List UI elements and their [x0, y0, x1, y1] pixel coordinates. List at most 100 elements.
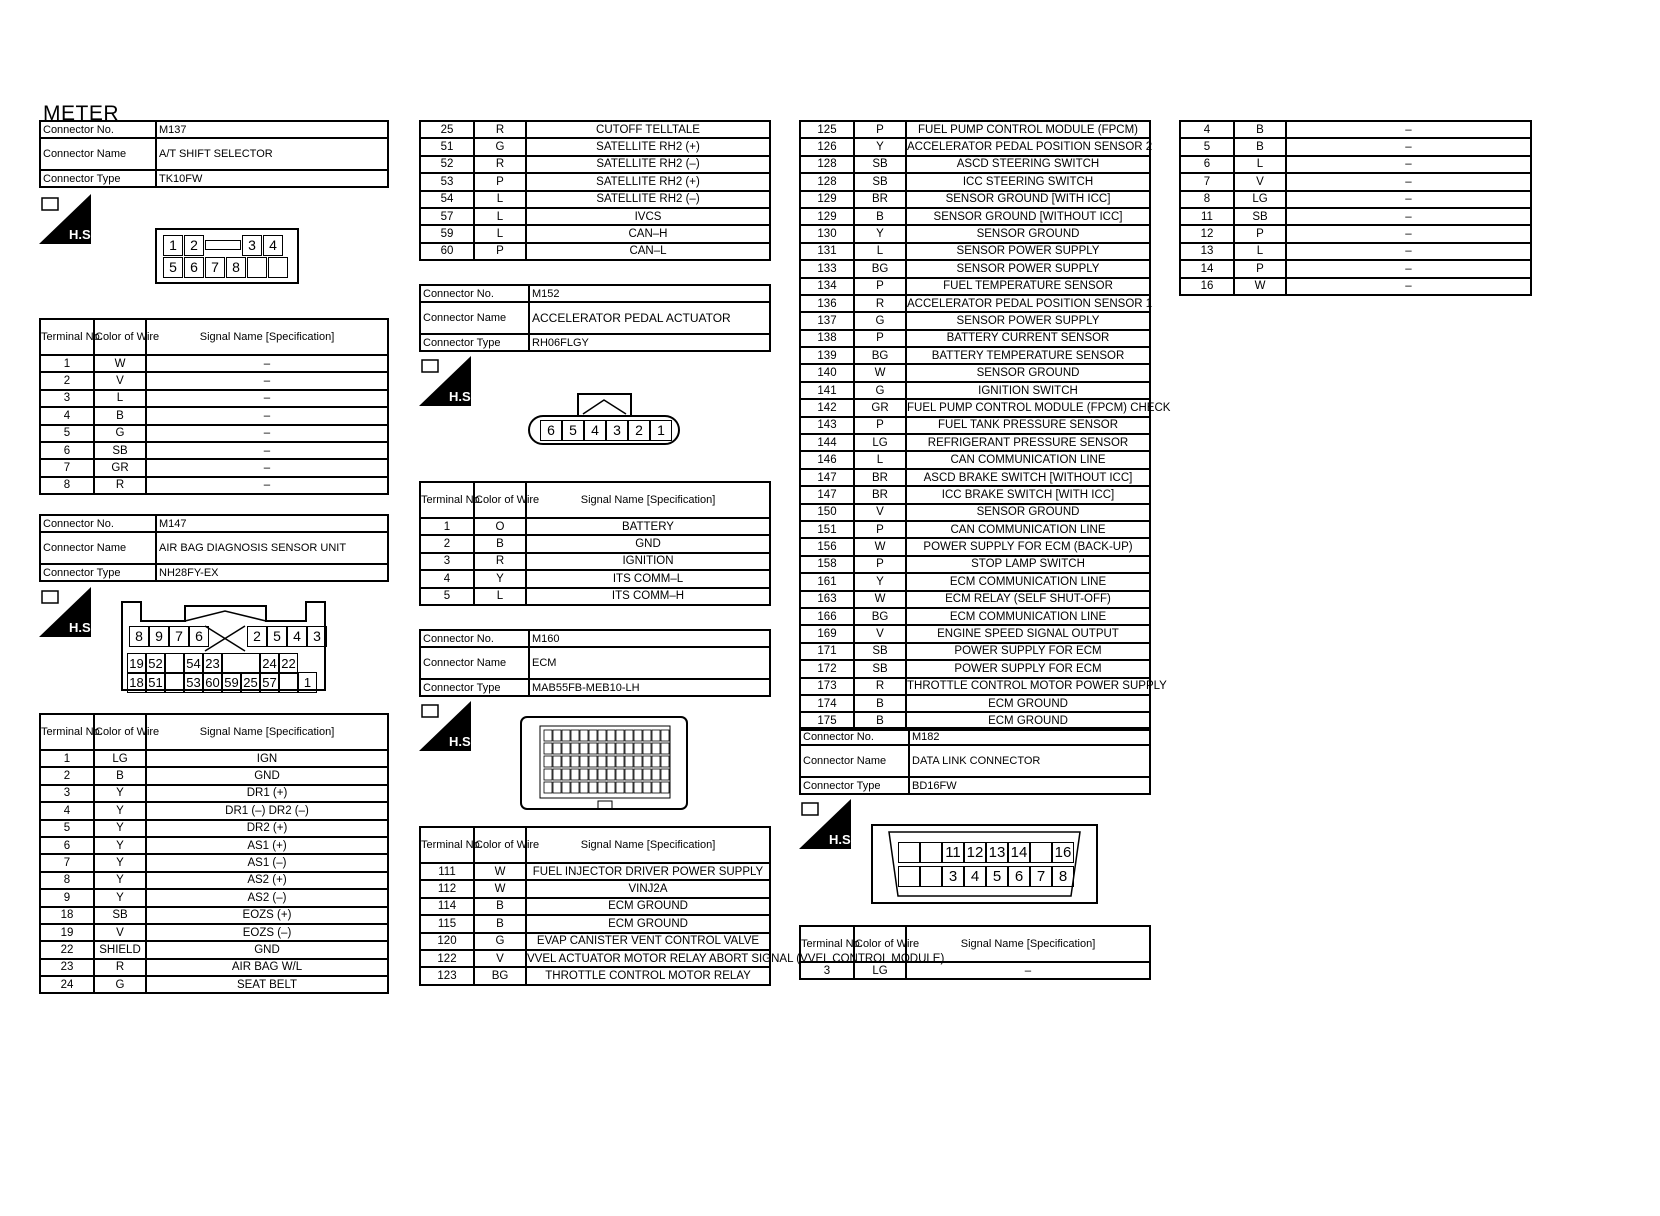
signal-name-cell: –: [1285, 259, 1532, 279]
terminal-no-cell: 128: [799, 172, 855, 192]
pin: [606, 768, 616, 781]
wire-color-cell: P: [853, 519, 907, 540]
wire-color-cell: BG: [853, 259, 907, 279]
wire-color-cell: BR: [853, 485, 907, 505]
signal-name-cell: SATELLITE RH2 (+): [525, 172, 771, 192]
terminal-no-cell: 14: [1179, 259, 1235, 279]
pin: [606, 729, 616, 742]
terminal-no-cell: 138: [799, 328, 855, 349]
pin: 24: [260, 653, 279, 674]
terminal-no-cell: 126: [799, 137, 855, 157]
pin: [660, 768, 670, 781]
pin: 4: [584, 420, 606, 441]
connector-no-value: M137: [155, 120, 389, 139]
wire-color-cell: R: [93, 957, 147, 978]
pin: [543, 781, 553, 794]
pin: 2: [184, 235, 204, 256]
signal-name-cell: DR1 (–) DR2 (–): [145, 801, 389, 821]
terminal-no-cell: 166: [799, 606, 855, 627]
pin: [920, 842, 942, 863]
pin: 4: [287, 626, 307, 647]
pin: 13: [986, 842, 1008, 863]
wire-color-cell: P: [853, 415, 907, 436]
pin: [279, 672, 298, 693]
terminal-no-cell: 8: [1179, 189, 1235, 209]
terminal-no-cell: 169: [799, 624, 855, 644]
wire-color-cell: BR: [853, 189, 907, 209]
wire-color-cell: V: [93, 922, 147, 943]
wire-color-cell: P: [1233, 224, 1287, 244]
signal-name-cell: FUEL PUMP CONTROL MODULE (FPCM): [905, 119, 1151, 140]
signal-name-cell: ICC STEERING SWITCH: [905, 172, 1151, 192]
signal-name-cell: SATELLITE RH2 (–): [525, 189, 771, 209]
terminal-no-cell: 134: [799, 276, 855, 296]
signal-name-cell: AS2 (–): [145, 888, 389, 908]
signal-name-cell: –: [1285, 224, 1532, 244]
signal-name-cell: SATELLITE RH2 (–): [525, 154, 771, 175]
pin: 22: [279, 653, 298, 674]
wire-color-cell: L: [93, 388, 147, 409]
connector-face-m137: 1 2 3 4 5 6 7 8: [155, 228, 299, 284]
pin: [268, 257, 288, 278]
pin: 7: [169, 626, 189, 647]
terminal-no-cell: 19: [39, 922, 95, 943]
signal-name-cell: EVAP CANISTER VENT CONTROL VALVE: [525, 931, 771, 951]
signal-name-cell: CUTOFF TELLTALE: [525, 119, 771, 140]
signal-name-cell: SENSOR GROUND [WITH ICC]: [905, 189, 1151, 209]
terminal-no-cell: 7: [39, 458, 95, 478]
pin: 6: [189, 626, 209, 647]
pin: [552, 781, 562, 794]
pin: 3: [606, 420, 628, 441]
wire-color-cell: V: [853, 624, 907, 644]
terminal-no-cell: 139: [799, 346, 855, 366]
signal-name-cell: THROTTLE CONTROL MOTOR POWER SUPPLY: [905, 676, 1167, 696]
signal-name-cell: FUEL TEMPERATURE SENSOR: [905, 276, 1151, 296]
pin: [222, 653, 260, 674]
page-title: METER: [43, 102, 119, 125]
pin: [561, 768, 571, 781]
wire-color-cell: V: [853, 502, 907, 523]
terminal-no-cell: 4: [419, 569, 475, 589]
wire-color-cell: L: [853, 241, 907, 262]
signal-name-cell: SATELLITE RH2 (+): [525, 137, 771, 157]
wire-color-cell: B: [1233, 119, 1287, 140]
pin: 4: [964, 866, 986, 887]
pin: [597, 742, 607, 755]
signal-name-cell: BATTERY TEMPERATURE SENSOR: [905, 346, 1151, 366]
wire-color-cell: L: [473, 189, 527, 209]
latch: [205, 240, 241, 250]
terminal-no-cell: 3: [799, 960, 855, 981]
connector-type-label: Connector Type: [419, 678, 530, 697]
terminal-no-cell: 8: [39, 870, 95, 891]
wire-color-cell: BR: [853, 467, 907, 488]
signal-name-cell: GND: [525, 534, 771, 554]
hs-label: H.S.: [829, 832, 854, 847]
wire-color-cell: Y: [473, 569, 527, 589]
wire-color-cell: BG: [853, 606, 907, 627]
wire-color-cell: Y: [853, 572, 907, 592]
terminal-no-cell: 150: [799, 502, 855, 523]
pin: 5: [562, 420, 584, 441]
signal-name-cell: CAN–L: [525, 241, 771, 262]
pin: [597, 755, 607, 768]
pin: [1030, 842, 1052, 863]
pin: [633, 729, 643, 742]
